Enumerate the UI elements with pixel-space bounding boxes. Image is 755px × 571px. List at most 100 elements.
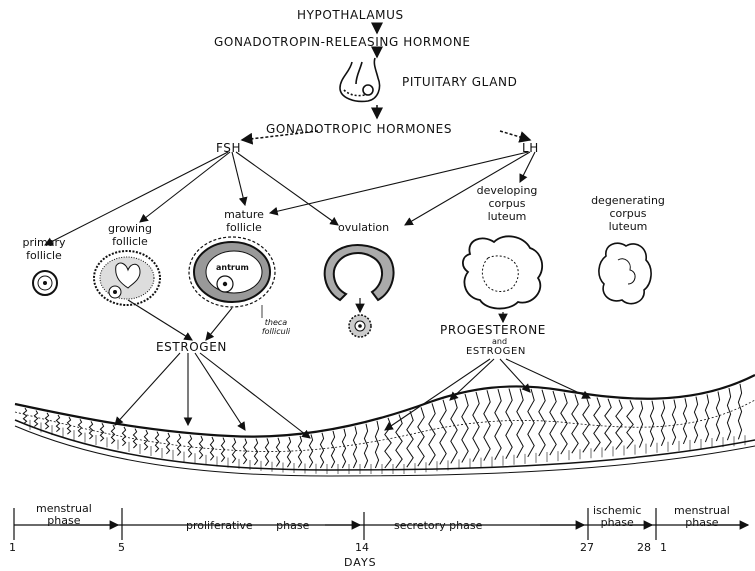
developing-corpus-label: developing corpus luteum (472, 184, 542, 223)
endometrial-gland (683, 398, 686, 444)
and-label: and (492, 337, 507, 346)
theca-label-line2: folliculi (256, 327, 296, 336)
endometrial-gland (342, 429, 345, 468)
endometrial-gland (67, 417, 70, 434)
endometrial-gland (188, 435, 191, 457)
tick-day-14: 14 (355, 541, 369, 554)
endometrial-gland (539, 390, 545, 456)
primary-follicle-label: primary follicle (14, 236, 74, 262)
endometrial-gland (550, 391, 556, 455)
endometrial-gland (738, 384, 741, 439)
endometrial-gland (221, 438, 224, 462)
secretory-phase-label: secretory phase (394, 519, 482, 532)
endometrial-gland (561, 393, 567, 454)
endometrial-gland (177, 434, 180, 456)
endometrial-gland (594, 397, 600, 451)
fsh-label: FSH (216, 141, 241, 155)
degenerating-corpus-label: degenerating corpus luteum (588, 194, 668, 233)
endometrial-gland (276, 438, 279, 467)
endometrial-gland (34, 410, 37, 426)
estrogen2-label: ESTROGEN (466, 346, 526, 357)
endometrial-gland (484, 390, 490, 460)
endometrial-gland (661, 400, 664, 445)
endometrial-gland (639, 401, 642, 448)
endometrial-gland (122, 427, 125, 446)
ovulation-icon (325, 245, 394, 337)
ischemic-line2: phase (593, 517, 641, 529)
endometrial-gland (650, 401, 653, 447)
endometrial-gland (56, 415, 59, 432)
degenerating-line3: luteum (588, 220, 668, 233)
endometrial-gland (627, 400, 633, 448)
menstrual-phase-2-label: menstrual phase (674, 505, 730, 529)
menstrual2-line2: phase (674, 517, 730, 529)
endometrial-gland (418, 407, 424, 466)
tick-day-28: 28 (637, 541, 651, 554)
menstrual-phase-1-label: menstrual phase (36, 503, 92, 527)
hypothalamus-label: HYPOTHALAMUS (297, 8, 404, 22)
endometrium-illustration (15, 375, 755, 476)
ovulation-label: ovulation (338, 221, 389, 234)
endometrial-gland (495, 389, 501, 460)
endometrial-gland (364, 424, 367, 468)
endometrial-gland (23, 408, 26, 424)
gnrh-label: GONADOTROPIN-RELEASING HORMONE (214, 35, 471, 49)
developing-line3: luteum (472, 210, 542, 223)
endometrial-gland (133, 429, 136, 448)
estrogen-label: ESTROGEN (156, 340, 227, 354)
proliferative-phase-label: proliferative phase (186, 519, 309, 532)
endometrial-gland (528, 389, 534, 457)
theca-label-line1: theca (256, 318, 296, 327)
growing-label-line2: follicle (100, 235, 160, 248)
endometrial-gland (451, 397, 457, 464)
endometrial-gland (166, 433, 169, 454)
tick-day-1-next: 1 (660, 541, 667, 554)
tick-day-1: 1 (9, 541, 16, 554)
progesterone-label: PROGESTERONE (440, 323, 546, 337)
endometrial-gland (440, 400, 446, 465)
endometrial-gland (517, 388, 523, 457)
growing-follicle-icon (94, 251, 160, 305)
gonadotropic-label: GONADOTROPIC HORMONES (266, 122, 452, 136)
endometrial-gland (506, 389, 512, 459)
ischemic-phase-label: ischemic phase (593, 505, 641, 529)
endometrial-gland (320, 433, 323, 468)
endometrial-gland (429, 403, 435, 465)
endometrial-gland (45, 413, 48, 429)
mature-label-line2: follicle (214, 221, 274, 234)
growing-label-line1: growing (100, 222, 160, 235)
endometrial-gland (298, 436, 301, 468)
developing-line1: developing (472, 184, 542, 197)
mature-follicle-icon (189, 237, 275, 307)
endometrial-gland (407, 411, 413, 467)
endometrial-gland (155, 432, 158, 452)
developing-corpus-luteum-icon (463, 236, 542, 322)
endometrial-gland (353, 426, 356, 468)
endometrial-gland (672, 400, 675, 445)
pituitary-label: PITUITARY GLAND (402, 75, 517, 89)
endometrial-gland (375, 421, 378, 468)
primary-label-line1: primary (14, 236, 74, 249)
menstrual1-line2: phase (36, 515, 92, 527)
endometrial-gland (265, 438, 268, 465)
lh-label: LH (522, 141, 539, 155)
endometrial-gland (694, 397, 697, 443)
growing-follicle-label: growing follicle (100, 222, 160, 248)
primary-follicle-icon (33, 271, 57, 295)
endometrial-gland (462, 394, 468, 463)
endometrial-gland (331, 431, 334, 468)
endometrial-gland (385, 418, 391, 468)
endometrial-gland (705, 394, 708, 442)
endometrial-gland (727, 388, 730, 440)
degenerating-corpus-luteum-icon (599, 243, 651, 303)
endometrial-gland (605, 399, 611, 451)
degenerating-line1: degenerating (588, 194, 668, 207)
mature-follicle-label: mature follicle (214, 208, 274, 234)
primary-label-line2: follicle (14, 249, 74, 262)
mature-label-line1: mature (214, 208, 274, 221)
tick-day-5: 5 (118, 541, 125, 554)
antrum-label: antrum (216, 263, 249, 272)
tick-day-27: 27 (580, 541, 594, 554)
days-axis-label: DAYS (344, 556, 377, 569)
degenerating-line2: corpus (588, 207, 668, 220)
